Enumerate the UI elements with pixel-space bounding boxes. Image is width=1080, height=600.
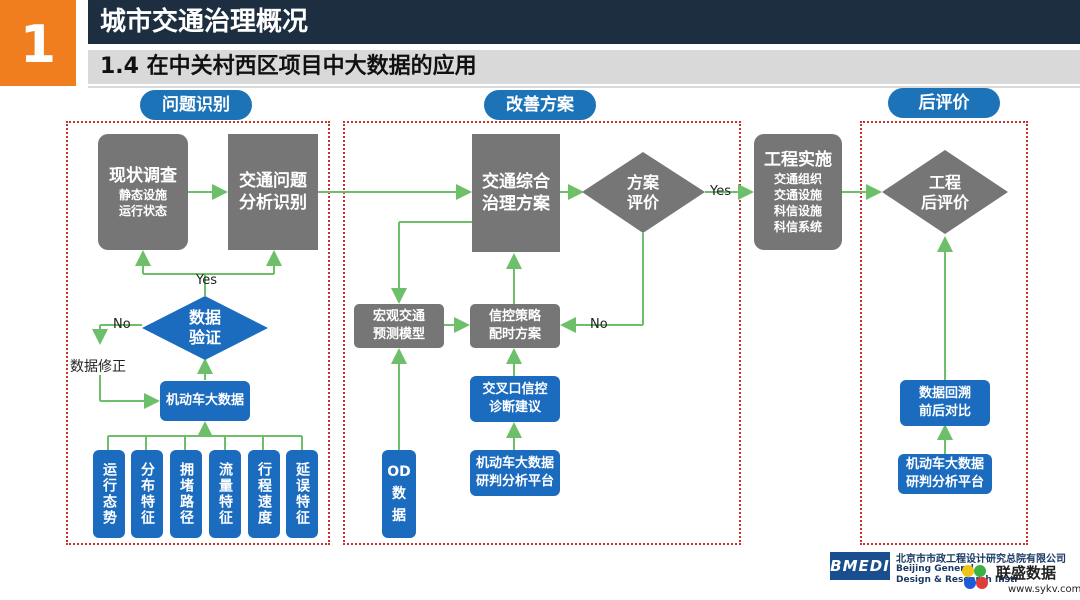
problem-yes-label: Yes — [196, 273, 217, 288]
watermark-icon — [962, 565, 996, 595]
intersection-line-2: 诊断建议 — [488, 400, 541, 415]
improve-platform-line-2: 研判分析平台 — [475, 474, 554, 489]
post-evaluate-label: 工程 后评价 — [905, 173, 985, 213]
subtitle-underline — [88, 86, 1080, 88]
implementation-line-1: 交通组织 — [773, 172, 822, 186]
page-title: 城市交通治理概况 — [88, 0, 1080, 44]
pill-problem-identification: 问题识别 — [140, 90, 252, 120]
macro-line-2: 预测模型 — [372, 327, 425, 342]
bmedi-logo: BMEDI — [830, 552, 890, 580]
company-name-en-1: Beijing General — [896, 564, 974, 574]
validation-line-2: 验证 — [188, 328, 221, 347]
macro-line-1: 宏观交通 — [372, 309, 425, 324]
improve-platform-box: 机动车大数据 研判分析平台 — [470, 450, 560, 496]
plan-line-2: 治理方案 — [482, 194, 550, 214]
post-evaluate-line-2: 后评价 — [920, 193, 969, 212]
evaluate-label: 方案 评价 — [603, 173, 683, 213]
status-survey-title: 现状调查 — [109, 166, 177, 186]
analysis-line-2: 分析识别 — [239, 193, 307, 213]
company-name-cn: 北京市市政工程设计研究总院有限公司 — [896, 554, 1066, 565]
feature-flow: 流量特征 — [209, 450, 241, 538]
post-platform-line-1: 机动车大数据 — [905, 457, 984, 472]
analysis-line-1: 交通问题 — [239, 171, 307, 191]
compare-line-2: 前后对比 — [918, 404, 971, 419]
validation-diamond — [142, 296, 268, 360]
status-survey-line-2: 运行状态 — [118, 204, 167, 218]
evaluate-diamond — [582, 152, 705, 233]
improve-yes-label: Yes — [710, 184, 731, 199]
pill-post-evaluation: 后评价 — [888, 88, 1000, 118]
od-line-2: 数 — [392, 486, 406, 502]
feature-delay: 延误特征 — [286, 450, 318, 538]
data-fix-label: 数据修正 — [70, 359, 126, 375]
validation-label: 数据 验证 — [165, 308, 245, 348]
section-number: 1 — [0, 0, 76, 86]
improve-platform-line-1: 机动车大数据 — [475, 456, 554, 471]
page-subtitle: 1.4 在中关村西区项目中大数据的应用 — [88, 50, 1080, 84]
od-data-box: OD 数 据 — [382, 450, 416, 538]
implementation-line-2: 交通设施 — [773, 188, 822, 202]
company-name-en-2: Design & Research Insti — [896, 575, 1018, 585]
watermark-site: www.sykv.com — [1008, 584, 1080, 595]
section-post-frame — [860, 121, 1028, 545]
implementation-line-4: 科信系统 — [773, 220, 822, 234]
post-platform-line-2: 研判分析平台 — [905, 475, 984, 490]
data-compare-box: 数据回溯 前后对比 — [900, 380, 990, 426]
feature-travel-speed: 行程速度 — [248, 450, 280, 538]
signal-plan-box: 信控策略 配时方案 — [470, 304, 560, 348]
od-line-1: OD — [387, 464, 411, 480]
status-survey-line-1: 静态设施 — [118, 188, 167, 202]
intersection-line-1: 交叉口信控 — [482, 382, 548, 397]
intersection-diagnosis-box: 交叉口信控 诊断建议 — [470, 376, 560, 422]
od-line-3: 据 — [392, 508, 406, 524]
feature-distribution: 分布特征 — [131, 450, 163, 538]
comprehensive-plan-box: 交通综合 治理方案 — [472, 134, 560, 252]
macro-model-box: 宏观交通 预测模型 — [354, 304, 444, 348]
status-survey-box: 现状调查 静态设施 运行状态 — [98, 134, 188, 250]
post-evaluate-line-1: 工程 — [928, 173, 961, 192]
implementation-line-3: 科信设施 — [773, 204, 822, 218]
validation-line-1: 数据 — [188, 308, 221, 327]
evaluate-line-1: 方案 — [626, 173, 659, 192]
feature-congestion-path: 拥堵路径 — [170, 450, 202, 538]
compare-line-1: 数据回溯 — [918, 386, 971, 401]
watermark-text: 联盛数据 — [996, 564, 1057, 582]
implementation-title: 工程实施 — [764, 150, 832, 170]
plan-line-1: 交通综合 — [482, 172, 550, 192]
post-platform-box: 机动车大数据 研判分析平台 — [898, 454, 992, 494]
analysis-box: 交通问题 分析识别 — [228, 134, 318, 250]
signal-line-2: 配时方案 — [488, 327, 541, 342]
signal-line-1: 信控策略 — [488, 309, 541, 324]
improve-no-label: No — [590, 317, 608, 332]
vehicle-big-data-box: 机动车大数据 — [160, 381, 250, 421]
pill-improvement-plan: 改善方案 — [484, 90, 596, 120]
problem-no-label: No — [113, 317, 131, 332]
post-evaluate-diamond — [882, 150, 1008, 234]
section-problem-frame — [66, 121, 330, 545]
feature-running-trend: 运行态势 — [93, 450, 125, 538]
section-improve-frame — [343, 121, 741, 545]
implementation-box: 工程实施 交通组织 交通设施 科信设施 科信系统 — [754, 134, 842, 250]
evaluate-line-2: 评价 — [626, 193, 659, 212]
